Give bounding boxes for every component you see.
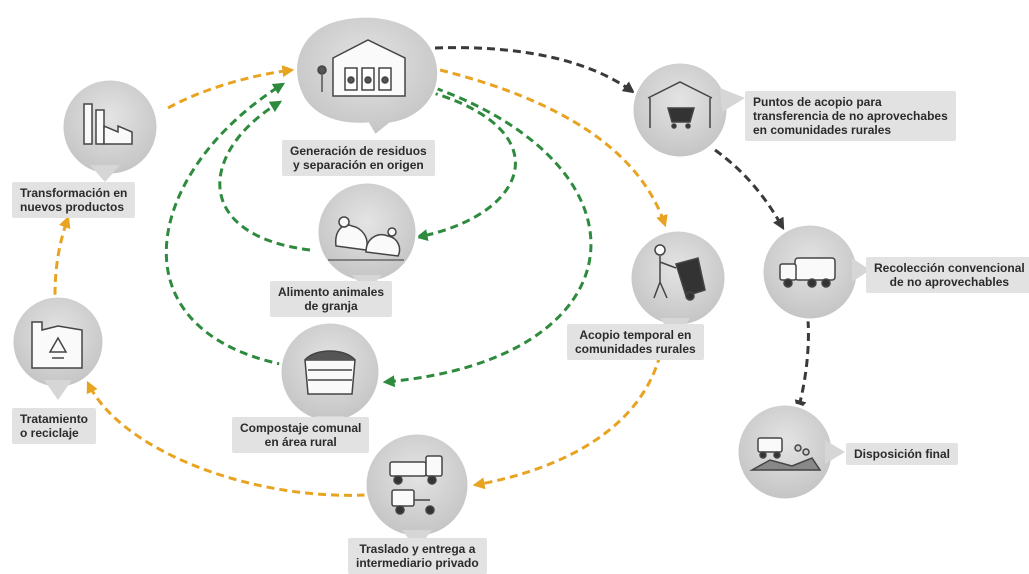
label-recoleccion-line-1: Recolección convencional (874, 261, 1025, 275)
node-generacion (294, 14, 441, 139)
label-puntos-acopio: Puntos de acopio para transferencia de n… (745, 91, 956, 141)
label-disposicion: Disposición final (846, 443, 959, 465)
arrow-acopio-temporal-to-traslado (472, 354, 662, 490)
node-transformacion (60, 77, 160, 182)
label-tratamiento-line-2: o reciclaje (20, 426, 79, 440)
label-generacion-line-2: y separación en origen (293, 158, 424, 172)
node-alimento (315, 180, 419, 292)
label-disposicion-line-1: Disposición final (854, 447, 951, 461)
garbage-truck-icon (779, 257, 836, 288)
node-recoleccion (760, 222, 870, 322)
arrow-generacion-to-puntos-acopio (434, 46, 635, 94)
node-tratamiento (10, 294, 106, 400)
landfill-icon (749, 437, 822, 471)
factory-icon (83, 103, 133, 145)
label-tratamiento-line-1: Tratamiento (20, 412, 89, 426)
arrow-generacion-to-acopio-temporal (439, 68, 668, 228)
node-acopio-temporal (628, 228, 728, 340)
label-generacion: Generación de residuos y separación en o… (282, 140, 435, 176)
arrow-compostaje-to-generacion (164, 82, 286, 367)
chickens-icon (328, 216, 404, 261)
label-generacion-line-1: Generación de residuos (290, 144, 427, 158)
truck-motorcycle-icon (389, 455, 443, 515)
label-recoleccion: Recolección convencional de no aprovecha… (866, 257, 1029, 293)
label-compostaje: Compostaje comunal en área rural (232, 417, 370, 453)
arrow-generacion-to-alimento (415, 90, 517, 242)
label-transformacion-line-1: Transformación en (20, 186, 128, 200)
arrow-recoleccion-to-disposicion (794, 319, 810, 413)
label-transformacion: Transformación en nuevos productos (12, 182, 136, 218)
compost-bin-icon (304, 350, 356, 395)
label-puntos-acopio-line-2: transferencia de no aprovechabes (753, 109, 948, 123)
arrow-tratamiento-to-transformacion (53, 215, 71, 296)
node-puntos-acopio (630, 60, 745, 160)
label-tratamiento: Tratamiento o reciclaje (12, 408, 97, 444)
label-acopio-temporal: Acopio temporal en comunidades rurales (567, 324, 704, 360)
label-acopio-temporal-line-1: Acopio temporal en (579, 328, 692, 342)
label-compostaje-line-1: Compostaje comunal (240, 421, 362, 435)
label-alimento: Alimento animales de granja (270, 281, 393, 317)
label-acopio-temporal-line-2: comunidades rurales (575, 342, 696, 356)
arrow-generacion-to-compostaje (382, 86, 593, 388)
label-traslado-line-2: intermediario privado (356, 556, 479, 570)
label-alimento-line-2: de granja (304, 299, 358, 313)
label-traslado-line-1: Traslado y entrega a (359, 542, 476, 556)
label-alimento-line-1: Alimento animales (278, 285, 385, 299)
dark-path-arrows (434, 46, 810, 413)
node-traslado (363, 431, 471, 550)
arrow-alimento-to-generacion (218, 100, 311, 252)
label-traslado: Traslado y entrega a intermediario priva… (348, 538, 487, 574)
label-recoleccion-line-2: de no aprovechables (889, 275, 1010, 289)
orange-cycle-arrows (53, 65, 668, 497)
label-transformacion-line-2: nuevos productos (20, 200, 125, 214)
person-bin-icon (653, 244, 706, 301)
arrow-puntos-acopio-to-recoleccion (714, 148, 785, 231)
node-compostaje (278, 320, 382, 432)
label-compostaje-line-2: en área rural (264, 435, 337, 449)
recycling-plant-icon (31, 321, 83, 369)
green-cycle-arrows (164, 82, 593, 388)
label-puntos-acopio-line-1: Puntos de acopio para (753, 95, 882, 109)
label-puntos-acopio-line-3: en comunidades rurales (753, 123, 892, 137)
node-disposicion (735, 402, 845, 502)
house-waste-separation-icon (317, 39, 406, 97)
arrow-traslado-to-tratamiento (86, 380, 366, 497)
shelter-cart-icon (647, 81, 713, 129)
